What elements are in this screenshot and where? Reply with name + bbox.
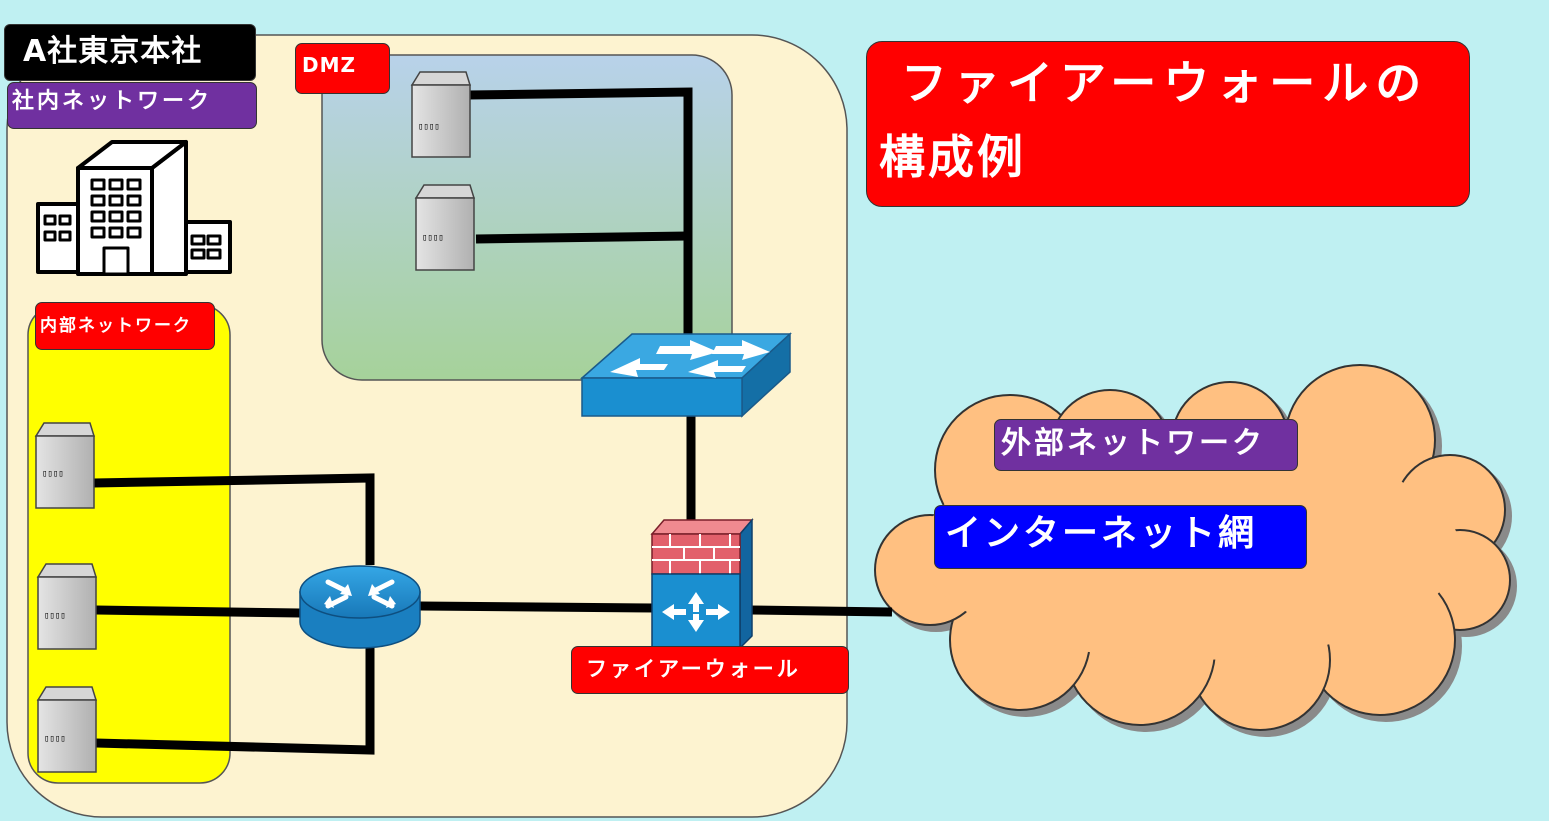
server-icon: ▯▯▯▯ [414,184,476,271]
server-icon: ▯▯▯▯ [36,563,98,650]
switch-icon [580,332,792,418]
title-box: ファイアーウォールの 構成例 [866,41,1470,207]
dmz-label: DMZ [295,43,390,94]
cable-firewall-internet [749,605,893,617]
cables [93,87,893,755]
server-icon: ▯▯▯▯ [34,422,96,509]
server-slot-label: ▯▯▯▯ [418,122,440,132]
company-label: A社東京本社 [4,24,256,81]
cable-dmz-server2 [475,231,689,244]
server-icon: ▯▯▯▯ [410,71,472,158]
server-slot-label: ▯▯▯▯ [42,469,64,479]
building-icon [36,140,232,276]
firewall-label: ファイアーウォール [571,646,849,694]
router-icon [299,565,421,649]
dmz-zone [321,54,733,381]
internal-network-label: 内部ネットワーク [35,302,215,350]
external-network-label: 外部ネットワーク [994,419,1298,471]
firewall-icon [650,517,754,650]
server-slot-label: ▯▯▯▯ [44,734,66,744]
server-icon: ▯▯▯▯ [36,686,98,773]
cable-router-firewall [419,601,656,613]
cable-dmz-server1 [467,87,693,335]
internet-label: インターネット網 [934,505,1307,569]
page-title-line1: ファイアーウォールの [901,56,1429,110]
page-title-line2: 構成例 [879,130,1026,184]
cable-internal-server1 [93,473,375,565]
server-slot-label: ▯▯▯▯ [422,233,444,243]
cable-internal-server3 [95,648,375,755]
cable-internal-server2 [95,605,301,618]
server-slot-label: ▯▯▯▯ [44,611,66,621]
company-network-label: 社内ネットワーク [7,82,257,129]
